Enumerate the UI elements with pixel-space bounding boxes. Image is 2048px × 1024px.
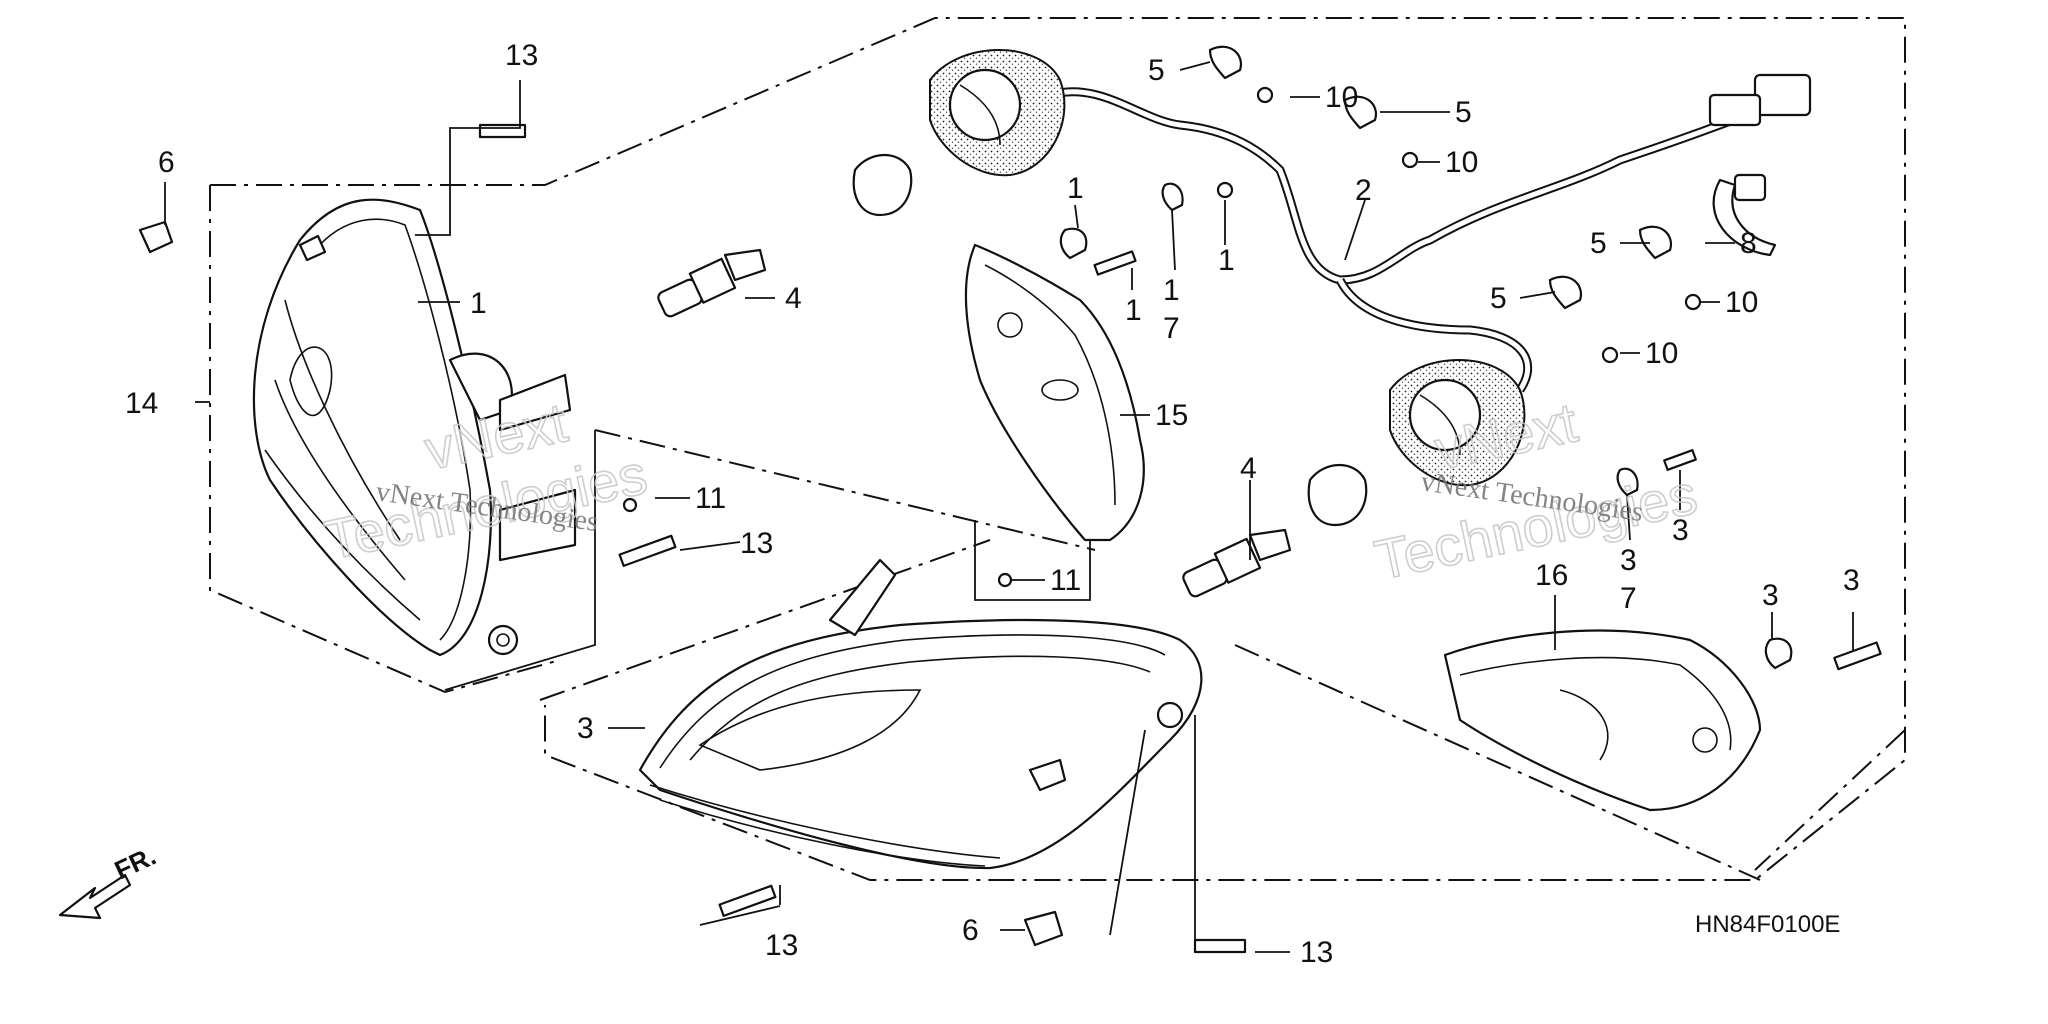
- callout-13-top: 13: [505, 39, 538, 72]
- screw-detail-box: [444, 430, 596, 691]
- callout-4-left: 4: [785, 282, 802, 315]
- bulb-left: [657, 248, 767, 318]
- cover-15: [964, 243, 1145, 542]
- callout-5-c: 5: [1590, 227, 1607, 260]
- callout-11-left: 11: [695, 482, 726, 515]
- cover-16: [1443, 629, 1762, 812]
- bulb-right: [1182, 528, 1292, 598]
- leader-lines: [164, 61, 1854, 953]
- callout-1-left: 1: [470, 287, 487, 320]
- callout-1-screw: 1: [1218, 244, 1235, 277]
- socket-boot-top: [852, 49, 1066, 217]
- callout-2: 2: [1355, 174, 1372, 207]
- wiring-harness: [1048, 73, 1812, 393]
- callout-6-bottom: 6: [962, 914, 979, 947]
- callout-1-grommet: 1: [1067, 172, 1084, 205]
- callout-13-mid: 13: [740, 527, 773, 560]
- callout-10-c: 10: [1725, 286, 1758, 319]
- callout-3-screw: 3: [1672, 514, 1689, 547]
- callout-3-lens: 3: [577, 712, 594, 745]
- callout-4-right: 4: [1240, 452, 1257, 485]
- callout-7-right: 7: [1620, 582, 1637, 615]
- callout-11-right: 11: [1050, 564, 1081, 597]
- callout-10-d: 10: [1645, 337, 1678, 370]
- callout-7-left: 7: [1163, 312, 1180, 345]
- callout-6-left: 6: [158, 146, 175, 179]
- screw-detail-box-2: [974, 520, 1091, 601]
- left-headlight-assembly: [252, 198, 577, 657]
- callout-15: 15: [1155, 399, 1188, 432]
- small-parts: [138, 45, 1882, 954]
- callout-3-grommet: 3: [1620, 544, 1637, 577]
- callout-13-bottom-left: 13: [765, 929, 798, 962]
- part-code: HN84F0100E: [1695, 911, 1840, 938]
- callout-14: 14: [125, 387, 158, 420]
- callout-5-a: 5: [1148, 54, 1165, 87]
- callout-10-a: 10: [1325, 81, 1358, 114]
- callout-labels: 13 6 1 14 4 11 13 11 3 13 6 13 1 1 1 1 7…: [125, 39, 1860, 969]
- assembly-outline: [209, 17, 1906, 881]
- callout-5-d: 5: [1490, 282, 1507, 315]
- callout-5-b: 5: [1455, 96, 1472, 129]
- callout-3-cap: 3: [1762, 579, 1779, 612]
- callout-16: 16: [1535, 559, 1568, 592]
- callout-3-bolt: 3: [1843, 564, 1860, 597]
- front-arrow-icon: FR.: [58, 841, 161, 920]
- callout-1-bolt: 1: [1125, 294, 1142, 327]
- callout-10-b: 10: [1445, 146, 1478, 179]
- right-headlight-assembly: [638, 558, 1203, 870]
- callout-8: 8: [1740, 227, 1757, 260]
- callout-1-socket: 1: [1163, 274, 1180, 307]
- callout-13-bottom-right: 13: [1300, 936, 1333, 969]
- socket-boot-right: [1307, 359, 1526, 527]
